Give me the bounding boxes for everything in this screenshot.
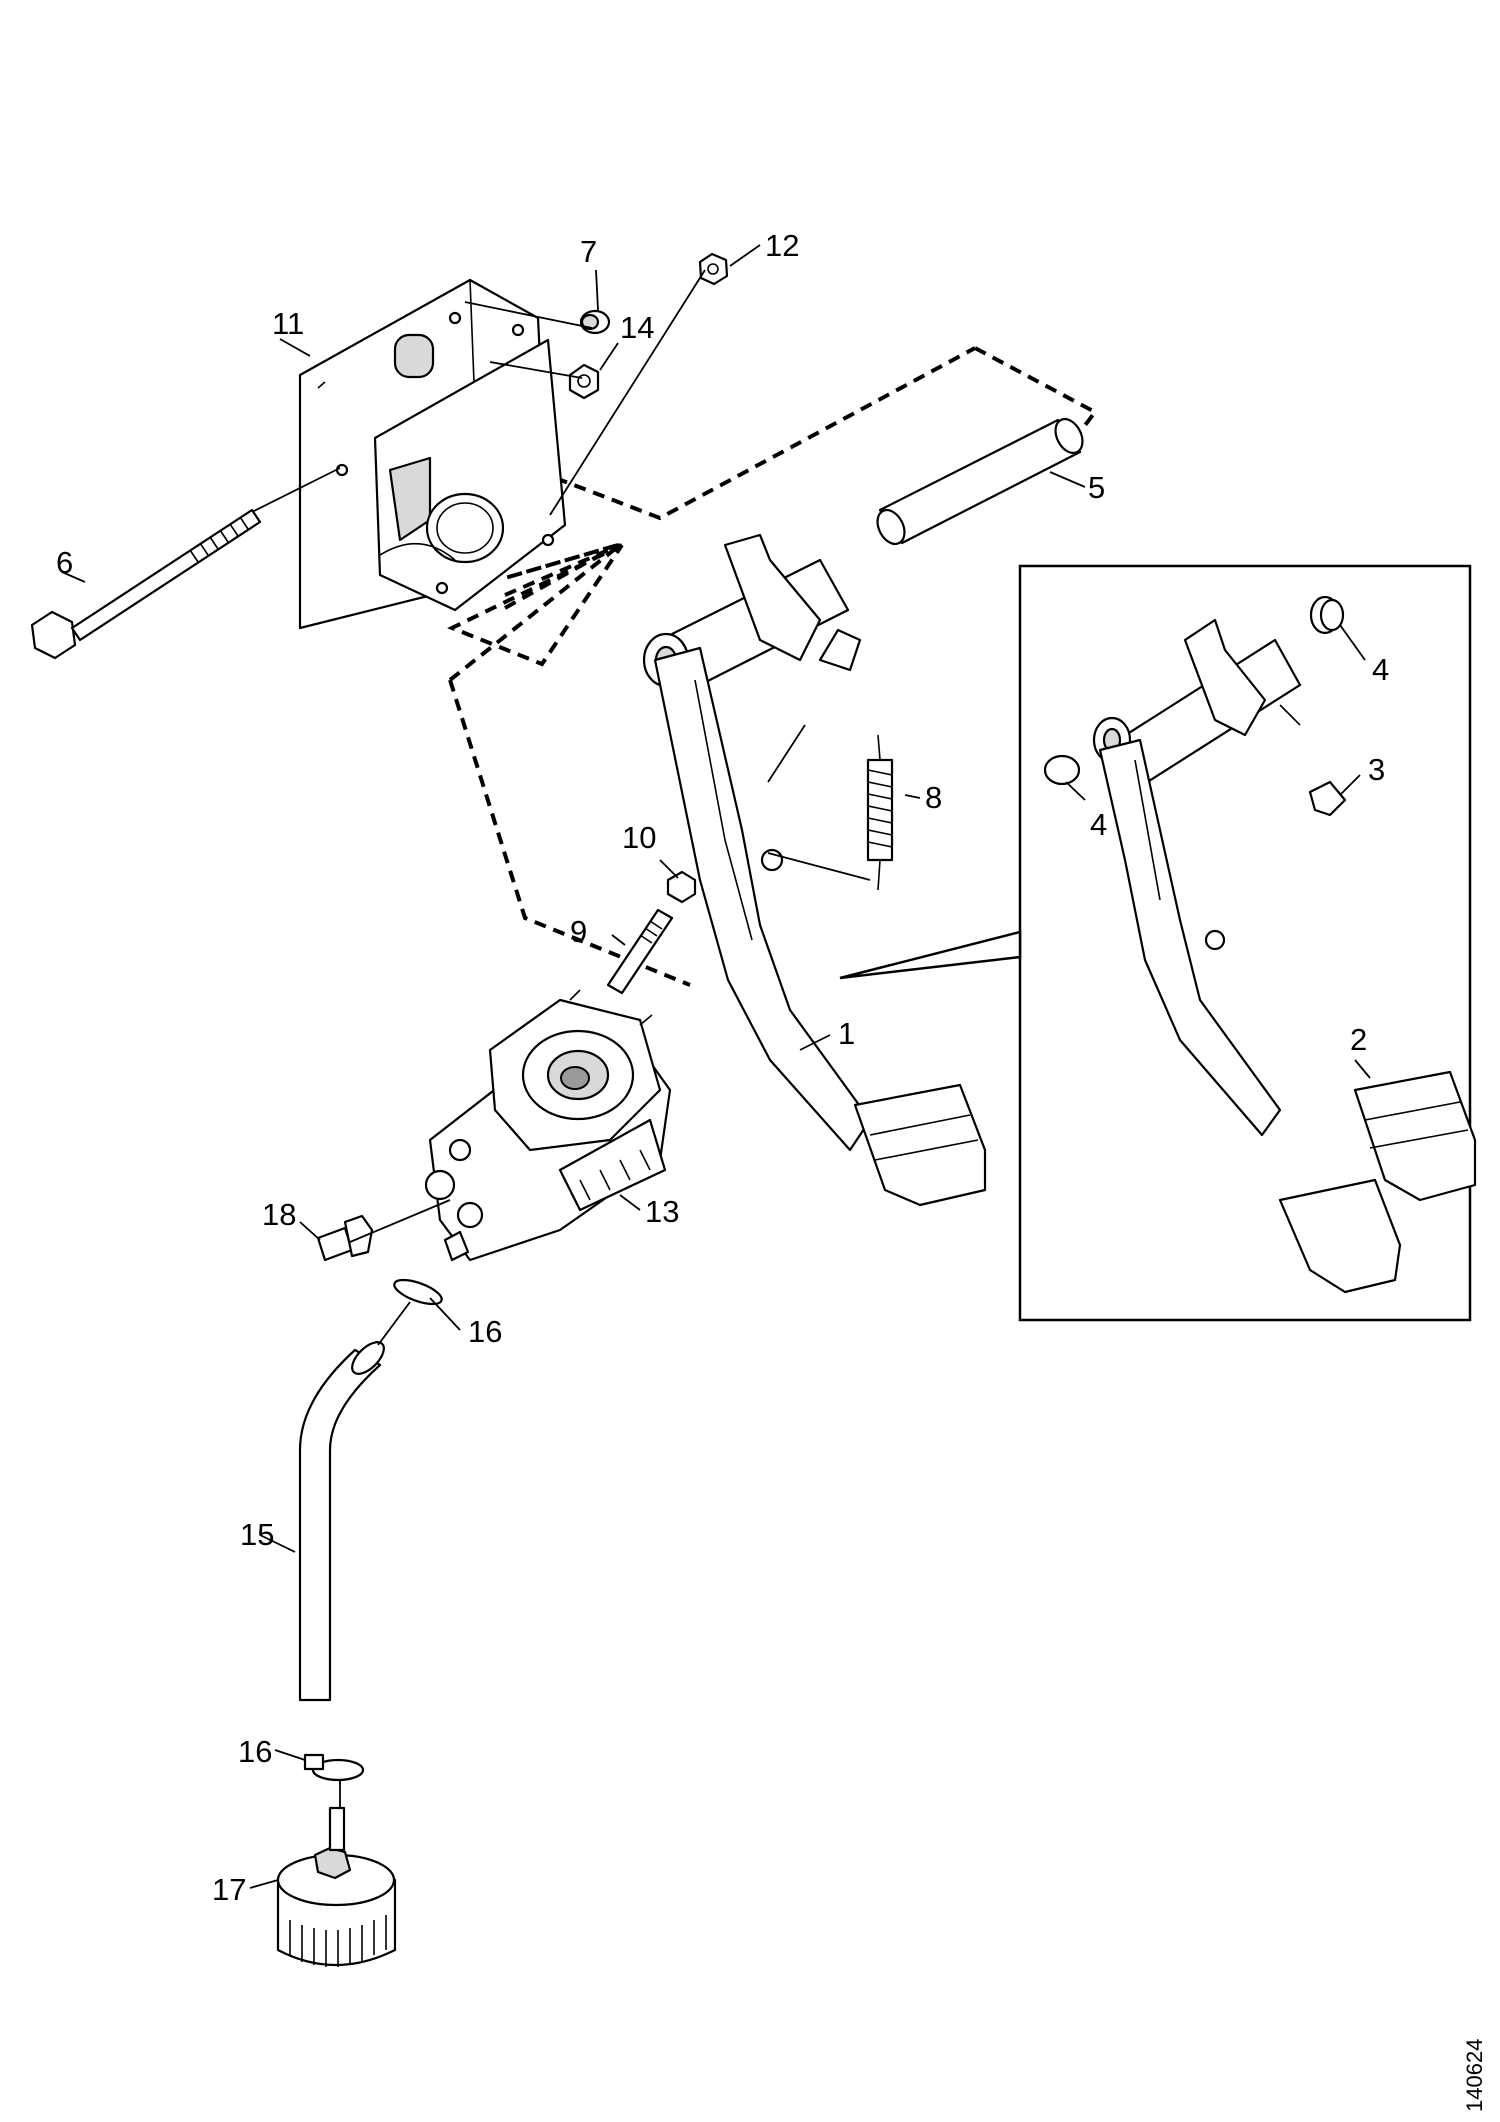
callout-3: 3	[1368, 752, 1385, 787]
nut-12	[698, 252, 729, 286]
callout-9: 9	[570, 914, 587, 949]
callout-labels: 1 2 3 4 4 5 6 7 8 9 10 11 12 13 14 15 16…	[56, 228, 1389, 1907]
nut-14	[568, 363, 600, 400]
callout-12: 12	[765, 228, 799, 263]
return-spring	[866, 734, 894, 891]
callout-16-lower: 16	[238, 1734, 272, 1769]
inset-pedal-pad-2	[1353, 1070, 1477, 1202]
master-cylinder	[424, 989, 672, 1262]
hose	[298, 1341, 385, 1702]
callout-10: 10	[622, 820, 656, 855]
callout-13: 13	[645, 1194, 679, 1229]
callout-17: 17	[212, 1872, 246, 1907]
callout-11: 11	[272, 306, 304, 341]
callout-14: 14	[620, 310, 654, 345]
long-bolt	[30, 508, 262, 660]
leader-lines	[61, 244, 1371, 1889]
callout-2: 2	[1350, 1022, 1367, 1057]
hose-clip-lower	[303, 1753, 365, 1782]
callout-8: 8	[925, 780, 942, 815]
inset-pedal-pad	[1278, 1178, 1402, 1294]
inset-pedal	[1092, 618, 1302, 1137]
callout-1: 1	[838, 1016, 855, 1051]
callout-7: 7	[580, 234, 597, 269]
callout-6: 6	[56, 545, 73, 580]
callout-15: 15	[240, 1517, 274, 1552]
inset-detail-box	[839, 564, 1477, 1322]
clutch-pedal	[642, 533, 987, 1207]
reservoir	[276, 1806, 397, 1967]
nut-7	[579, 309, 611, 335]
pedal-pad	[853, 1083, 987, 1207]
callout-5: 5	[1088, 470, 1105, 505]
mounting-bracket	[298, 278, 567, 630]
callout-16-upper: 16	[468, 1314, 502, 1349]
hose-clip-upper	[393, 1278, 443, 1306]
inset-bushing-left	[1043, 754, 1081, 786]
inset-bushing-right	[1309, 595, 1345, 635]
callout-4-lower: 4	[1090, 807, 1107, 842]
fitting	[316, 1214, 374, 1262]
inset-clip	[1279, 704, 1347, 817]
callout-4-upper: 4	[1372, 652, 1389, 687]
push-rod	[606, 908, 674, 995]
callout-18: 18	[262, 1197, 296, 1232]
document-number: 140624	[1462, 2039, 1487, 2112]
locknut-10	[666, 870, 697, 904]
pivot-tube	[876, 417, 1084, 546]
